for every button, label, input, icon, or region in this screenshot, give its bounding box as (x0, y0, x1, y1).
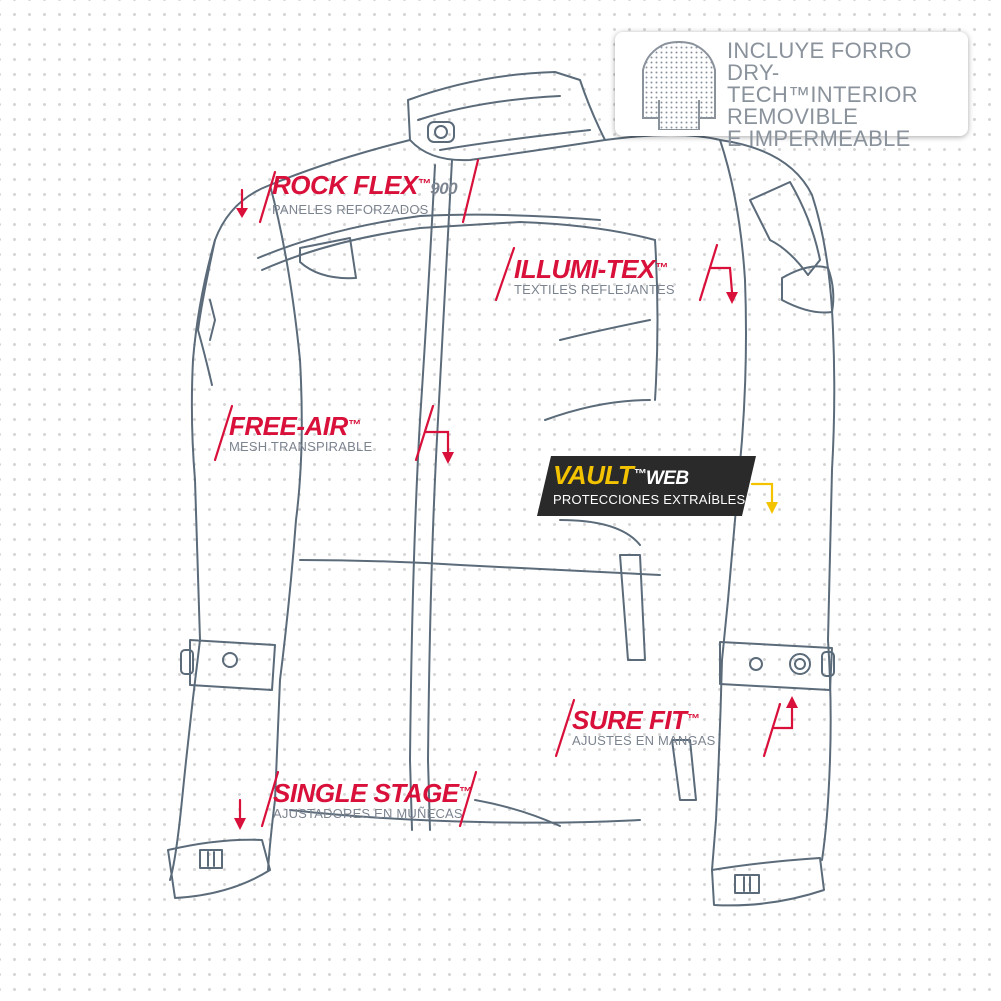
vault-label: VAULT™WEB PROTECCIONES EXTRAÍBLES (553, 462, 745, 506)
callout-subtitle: PANELES REFORZADOS (272, 202, 429, 217)
jacket-pockets (559, 519, 697, 801)
callout-subtitle: AJUSTADORES EN MUÑECAS (273, 806, 463, 821)
info-line: REMOVIBLE (727, 104, 859, 129)
rock-flex-divider (461, 158, 480, 224)
vault-highlight-box (537, 456, 756, 516)
callout-subtitle: AJUSTES EN MANGAS (572, 733, 716, 748)
free-air-arrow-icon (442, 452, 454, 464)
single-stage-pointer (238, 770, 280, 828)
single-stage-arrow-icon (234, 818, 246, 830)
callout-title: ILLUMI-TEX™ (514, 254, 668, 284)
jacket-collar (407, 71, 606, 162)
sure-fit-arrow (762, 702, 794, 758)
jacket-left-sleeve (167, 239, 276, 899)
callout-title: ROCK FLEX™900 (272, 170, 458, 200)
illumi-tex-pointer (494, 246, 516, 302)
callout-title: SURE FIT™ (572, 705, 699, 735)
illumi-tex-arrow (698, 243, 734, 302)
info-line: INCLUYE FORRO (727, 38, 912, 63)
rock-flex-label: ROCK FLEX™900 PANELES REFORZADOS (272, 170, 458, 217)
callout-subtitle: PROTECCIONES EXTRAÍBLES (553, 492, 746, 507)
jacket-right-sleeve (711, 181, 835, 907)
single-stage-label: SINGLE STAGE™ AJUSTADORES EN MUÑECAS (273, 778, 472, 821)
sure-fit-label: SURE FIT™ AJUSTES EN MANGAS (572, 707, 716, 747)
sure-fit-pointer (554, 698, 576, 758)
illumi-tex-label: ILLUMI-TEX™ TEXTILES REFLEJANTES (514, 256, 675, 296)
info-line: E IMPERMEABLE (727, 126, 911, 151)
illumi-tex-arrow-icon (726, 292, 738, 304)
callout-title: SINGLE STAGE™ (273, 778, 472, 808)
callout-pointers (213, 158, 798, 830)
vault-arrow (750, 482, 774, 504)
single-stage-divider (458, 770, 478, 828)
callout-subtitle: MESH TRANSPIRABLE (229, 439, 373, 454)
sure-fit-arrow-icon (786, 696, 798, 708)
rock-flex-pointer (240, 170, 277, 224)
liner-info-text: INCLUYE FORRO DRY-TECH™INTERIOR REMOVIBL… (727, 40, 968, 150)
callout-title: FREE-AIR™ (229, 411, 361, 441)
liner-info-box: INCLUYE FORRO DRY-TECH™INTERIOR REMOVIBL… (615, 32, 968, 150)
free-air-pointer (213, 404, 234, 462)
info-line: DRY-TECH™INTERIOR (727, 60, 918, 107)
callout-title: VAULT™WEB (553, 460, 689, 490)
vault-arrow-icon (766, 502, 778, 514)
free-air-arrow (414, 404, 450, 462)
rock-flex-arrow-icon (236, 208, 248, 218)
jacket-zipper (409, 159, 453, 831)
jacket-liner-icon (642, 41, 716, 130)
free-air-label: FREE-AIR™ MESH TRANSPIRABLE (229, 413, 372, 453)
callout-subtitle: TEXTILES REFLEJANTES (514, 282, 675, 297)
